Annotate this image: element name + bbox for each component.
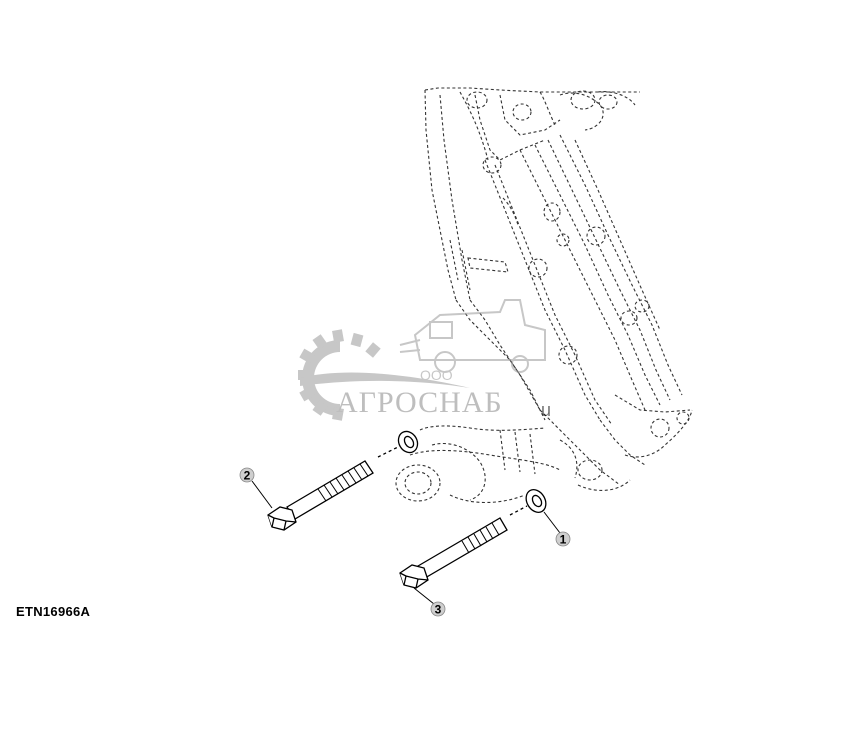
watermark: ООО АГРОСНАБ u <box>298 299 551 421</box>
engine-frame-ghost <box>395 87 693 503</box>
callout-3: 3 <box>413 587 446 617</box>
callout-2-label: 2 <box>244 469 251 483</box>
washer-2 <box>397 430 419 454</box>
watermark-gear-icon <box>298 329 381 421</box>
callout-3-label: 3 <box>435 603 442 617</box>
callout-2: 2 <box>239 467 273 509</box>
callout-1-label: 1 <box>560 533 567 547</box>
bolt-2-threads <box>317 463 369 502</box>
watermark-swoosh <box>300 372 470 388</box>
callout-1: 1 <box>543 511 571 547</box>
figure-id: ETN16966A <box>16 604 91 619</box>
washer-1 <box>525 489 547 513</box>
watermark-prefix: ООО <box>420 367 453 383</box>
watermark-harvester-icon <box>399 299 546 373</box>
watermark-suffix: u <box>541 400 551 420</box>
watermark-name: АГРОСНАБ <box>336 386 503 419</box>
bolt-2 <box>267 430 419 531</box>
bolt-3-threads <box>461 522 500 554</box>
bolt-3 <box>399 489 547 589</box>
